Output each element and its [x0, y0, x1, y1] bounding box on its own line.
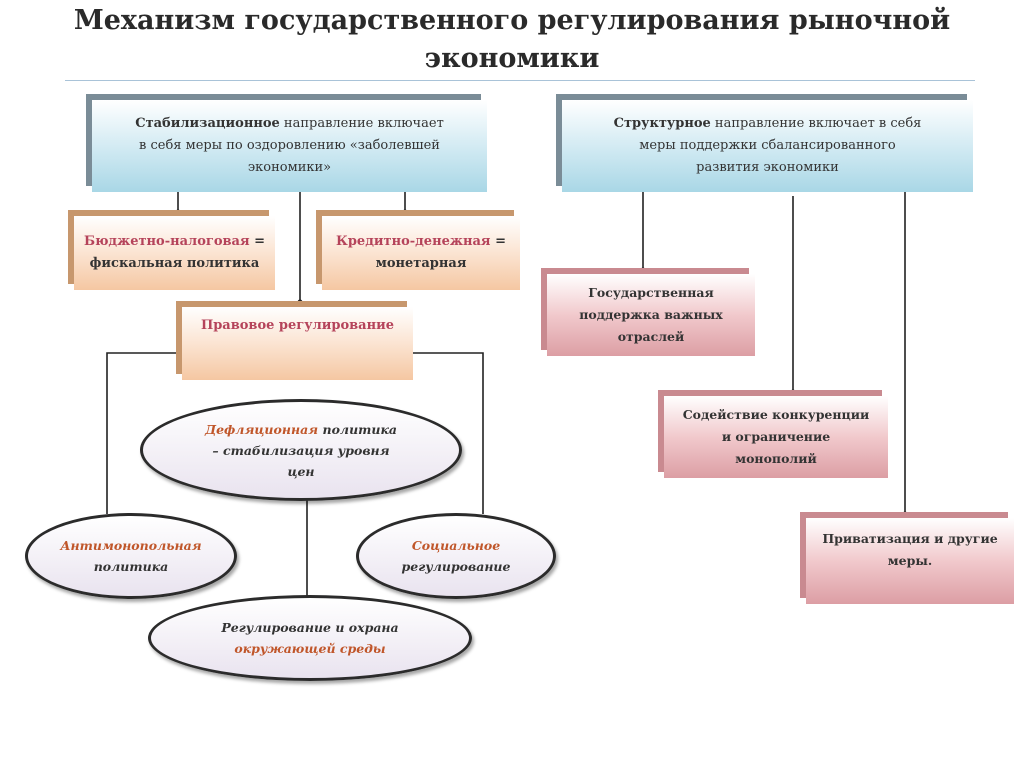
page-title-line1: Механизм государственного регулирования …: [73, 5, 951, 36]
structural-line1: направление включает в себя: [710, 116, 922, 131]
competition-line1: Содействие конкуренции: [682, 407, 870, 422]
structural-line3: развития экономики: [696, 160, 839, 175]
deflation-line3: цен: [287, 463, 315, 479]
environment-regulation-ellipse: Регулирование и охрана окружающей среды: [148, 595, 472, 681]
competition-line3: монополий: [735, 451, 817, 466]
competition-box: Содействие конкуренции и ограничение мон…: [664, 396, 888, 478]
social-line2: регулирование: [401, 559, 511, 574]
monetary-eq: =: [490, 234, 506, 249]
antimonopoly-line1: Антимонопольная: [60, 538, 202, 553]
stabilization-direction-box: Стабилизационное направление включает в …: [92, 100, 487, 192]
stabilization-line1: направление включает: [279, 116, 444, 131]
privatization-line2: меры.: [887, 553, 933, 568]
deflation-line1: политика: [318, 421, 398, 437]
legal-label: Правовое регулирование: [200, 318, 395, 333]
monetary-accent: Кредитно-денежная: [336, 234, 491, 249]
stabilization-line3: экономики»: [247, 160, 332, 175]
privatization-box: Приватизация и другие меры.: [806, 518, 1014, 604]
deflation-policy-ellipse: Дефляционная политика – стабилизация уро…: [140, 399, 462, 501]
structural-line2: меры поддержки сбалансированного: [639, 138, 896, 153]
environment-accent: окружающей среды: [234, 641, 386, 656]
state-support-line1: Государственная: [588, 285, 714, 300]
environment-line1: Регулирование и охрана: [221, 620, 399, 635]
fiscal-accent: Бюджетно-налоговая: [83, 234, 250, 249]
monetary-policy-box: Кредитно-денежная = монетарная: [322, 216, 520, 290]
stabilization-accent: Стабилизационное: [135, 116, 280, 131]
structural-accent: Структурное: [613, 116, 711, 131]
fiscal-line2: фискальная политика: [89, 256, 260, 271]
structural-direction-box: Структурное направление включает в себя …: [562, 100, 973, 192]
deflation-accent: Дефляционная: [204, 421, 319, 437]
deflation-line2: – стабилизация уровня: [212, 442, 390, 458]
state-support-line2: поддержка важных: [579, 307, 723, 322]
page-title-line2: экономики: [424, 43, 600, 74]
competition-line2: и ограничение: [721, 429, 831, 444]
social-line1: Социальное: [411, 538, 501, 553]
social-regulation-ellipse: Социальное регулирование: [356, 513, 556, 599]
fiscal-eq: =: [249, 234, 266, 249]
connector-legal-antimonopoly: [106, 352, 178, 514]
fiscal-policy-box: Бюджетно-налоговая = фискальная политика: [74, 216, 275, 290]
antimonopoly-policy-ellipse: Антимонопольная политика: [25, 513, 237, 599]
stabilization-line2: в себя меры по оздоровлению «заболевшей: [139, 138, 440, 153]
privatization-line1: Приватизация и другие: [822, 531, 998, 546]
connector-legal-social: [413, 352, 484, 514]
title-divider: [65, 80, 975, 81]
legal-regulation-box: Правовое регулирование: [182, 307, 413, 380]
monetary-line2: монетарная: [375, 256, 467, 271]
state-support-line3: отраслей: [617, 329, 685, 344]
state-support-box: Государственная поддержка важных отрасле…: [547, 274, 755, 356]
antimonopoly-line2: политика: [93, 559, 169, 574]
